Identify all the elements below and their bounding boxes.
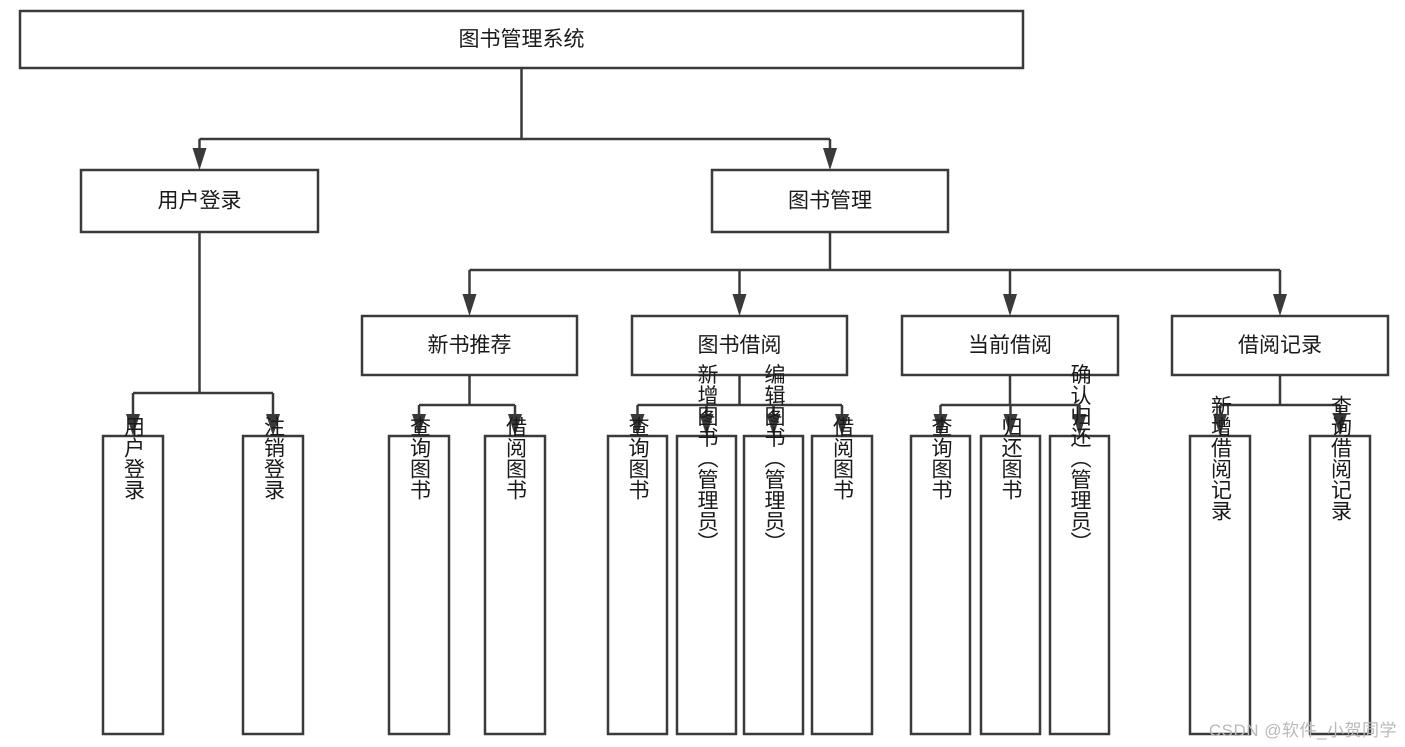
node-leaf-leaf-confirm-return-rect[interactable]	[1048, 434, 1111, 736]
node-leaf-leaf-add-book-rect[interactable]	[675, 434, 738, 736]
node-leaf-leaf-borrow-book-2-rect[interactable]	[810, 434, 874, 736]
arrow-head	[766, 414, 781, 436]
node-level3-new-book-recommend-rect[interactable]	[360, 314, 579, 377]
arrow-head	[266, 414, 280, 436]
node-leaf-leaf-add-borrow-record-rect[interactable]	[1188, 434, 1252, 736]
node-leaf-leaf-confirm-return[interactable]: 确认归还（管理员）	[1048, 364, 1111, 736]
arrow-head	[933, 414, 948, 436]
arrow-head	[699, 414, 714, 436]
arrow-head	[630, 414, 645, 436]
arrow-head	[823, 148, 837, 170]
node-leaf-leaf-edit-book-label: 编辑图书（管理员）	[762, 364, 786, 553]
node-level3-borrow-record[interactable]: 借阅记录	[1170, 314, 1390, 377]
node-leaf-leaf-query-book-3[interactable]: 查询图书	[909, 416, 972, 736]
node-leaf-leaf-query-book-2-rect[interactable]	[606, 434, 669, 736]
arrow-head	[1003, 414, 1018, 436]
node-leaf-leaf-borrow-book-1-rect[interactable]	[483, 434, 547, 736]
node-root-label: 图书管理系统	[459, 28, 585, 51]
node-level3-current-borrow-label: 当前借阅	[968, 334, 1052, 357]
node-leaf-leaf-query-book-1-rect[interactable]	[387, 434, 451, 736]
node-level3-current-borrow[interactable]: 当前借阅	[900, 314, 1120, 377]
node-level2-user-login[interactable]: 用户登录	[79, 168, 320, 234]
node-leaf-leaf-add-book-label: 新增图书（管理员）	[695, 364, 719, 553]
node-level2-user-login-label: 用户登录	[158, 190, 242, 213]
node-leaf-leaf-logout-login-label: 注销登录	[262, 416, 286, 500]
node-level3-borrow-record-label: 借阅记录	[1238, 334, 1322, 357]
node-leaf-leaf-edit-book[interactable]: 编辑图书（管理员）	[742, 364, 805, 736]
node-leaf-leaf-query-book-2-label: 查询图书	[626, 416, 650, 500]
arrow-head	[1213, 414, 1227, 436]
arrow-head	[192, 148, 207, 170]
node-leaf-leaf-borrow-book-1[interactable]: 借阅图书	[483, 416, 547, 736]
node-level2-book-manage-label: 图书管理	[788, 190, 872, 213]
node-level3-new-book-recommend[interactable]: 新书推荐	[360, 314, 579, 377]
node-level2-book-manage[interactable]: 图书管理	[710, 168, 950, 234]
arrow-head	[835, 414, 849, 436]
node-root[interactable]: 图书管理系统	[18, 9, 1025, 70]
node-leaf-leaf-query-book-2[interactable]: 查询图书	[606, 416, 669, 736]
node-level3-new-book-recommend-label: 新书推荐	[428, 334, 512, 357]
node-leaf-leaf-query-borrow-record-label: 查询借阅记录	[1329, 395, 1353, 521]
arrow-head	[508, 414, 522, 436]
node-leaf-leaf-query-borrow-record-rect[interactable]	[1308, 434, 1372, 736]
node-level3-borrow-record-rect[interactable]	[1170, 314, 1390, 377]
node-leaf-leaf-add-book[interactable]: 新增图书（管理员）	[675, 364, 738, 736]
node-leaf-leaf-return-book-rect[interactable]	[979, 434, 1042, 736]
node-leaf-leaf-borrow-book-2[interactable]: 借阅图书	[810, 416, 874, 736]
connector-layer	[126, 68, 1347, 436]
node-leaf-leaf-user-login[interactable]: 用户登录	[101, 416, 165, 736]
node-level3-current-borrow-rect[interactable]	[900, 314, 1120, 377]
node-leaf-leaf-add-borrow-record[interactable]: 新增借阅记录	[1188, 395, 1252, 736]
node-leaf-leaf-confirm-return-label: 确认归还（管理员）	[1068, 364, 1092, 553]
arrow-head	[462, 294, 477, 316]
node-level3-book-borrow-rect[interactable]	[630, 314, 849, 377]
node-leaf-leaf-query-borrow-record[interactable]: 查询借阅记录	[1308, 395, 1372, 736]
node-level3-book-borrow-label: 图书借阅	[698, 334, 782, 357]
arrow-head	[1333, 414, 1347, 436]
node-root-rect[interactable]	[18, 9, 1025, 70]
node-level2-user-login-rect[interactable]	[79, 168, 320, 234]
node-layer: 图书管理系统用户登录图书管理新书推荐图书借阅当前借阅借阅记录用户登录注销登录查询…	[18, 9, 1390, 736]
arrow-head	[1072, 414, 1087, 436]
arrow-head	[412, 414, 426, 436]
node-level2-book-manage-rect[interactable]	[710, 168, 950, 234]
node-leaf-leaf-user-login-rect[interactable]	[101, 434, 165, 736]
node-leaf-leaf-logout-login-rect[interactable]	[241, 434, 305, 736]
node-leaf-leaf-edit-book-rect[interactable]	[742, 434, 805, 736]
arrow-head	[1003, 294, 1017, 316]
arrow-head	[126, 414, 140, 436]
node-leaf-leaf-add-borrow-record-label: 新增借阅记录	[1209, 395, 1233, 521]
node-leaf-leaf-return-book[interactable]: 归还图书	[979, 416, 1042, 736]
node-leaf-leaf-borrow-book-1-label: 借阅图书	[504, 416, 528, 500]
node-leaf-leaf-user-login-label: 用户登录	[122, 416, 146, 500]
node-leaf-leaf-query-book-3-rect[interactable]	[909, 434, 972, 736]
node-level3-book-borrow[interactable]: 图书借阅	[630, 314, 849, 377]
node-leaf-leaf-logout-login[interactable]: 注销登录	[241, 416, 305, 736]
node-leaf-leaf-query-book-1[interactable]: 查询图书	[387, 416, 451, 736]
arrow-head	[732, 294, 747, 316]
node-leaf-leaf-query-book-3-label: 查询图书	[929, 416, 953, 500]
node-leaf-leaf-return-book-label: 归还图书	[999, 416, 1023, 500]
node-leaf-leaf-query-book-1-label: 查询图书	[408, 416, 432, 500]
node-leaf-leaf-borrow-book-2-label: 借阅图书	[831, 416, 855, 500]
arrow-head	[1273, 294, 1287, 316]
